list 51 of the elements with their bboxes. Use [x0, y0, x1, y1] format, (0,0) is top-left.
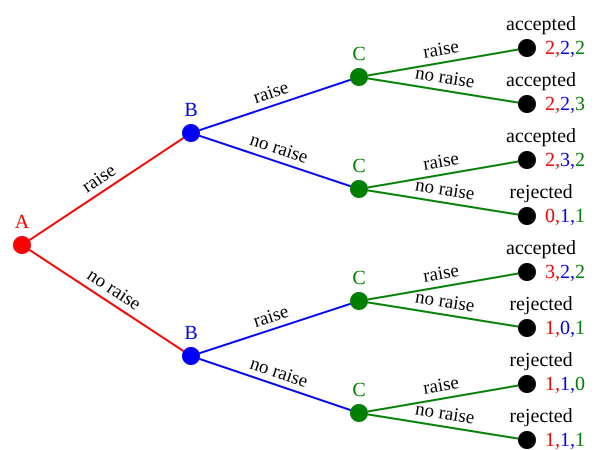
- tree-branch: [199, 134, 351, 188]
- player-label: A: [14, 212, 30, 232]
- edge-label: raise: [79, 160, 120, 196]
- edge-label: raise: [250, 78, 291, 108]
- edge-label: raise: [421, 149, 460, 174]
- edge-label: no raise: [83, 265, 144, 314]
- edge-label: no raise: [414, 400, 476, 428]
- player-label: C: [352, 156, 366, 176]
- edge-label: raise: [421, 37, 460, 62]
- tree-branch: [368, 272, 518, 300]
- player-label: B: [184, 100, 198, 120]
- tree-branch: [368, 384, 518, 412]
- payoff-vector: 3,2,2: [545, 262, 585, 282]
- tree-branch: [199, 358, 351, 412]
- edge-label: no raise: [414, 176, 476, 204]
- edge-label: no raise: [414, 64, 476, 92]
- tree-branch: [368, 160, 518, 188]
- tree-branch: [28, 249, 184, 352]
- edge-label: no raise: [414, 288, 476, 316]
- edge-label: raise: [250, 302, 291, 331]
- payoff-vector: 2,3,2: [545, 150, 585, 170]
- player-label: B: [184, 323, 198, 343]
- payoff-vector: 1,1,1: [545, 430, 585, 450]
- tree-branch: [368, 413, 518, 440]
- tree-branch: [368, 189, 518, 216]
- player-label: C: [352, 380, 366, 400]
- outcome-label: rejected: [509, 406, 573, 426]
- payoff-vector: 1,1,0: [545, 374, 585, 394]
- edge-label: no raise: [248, 354, 310, 391]
- tree-branch: [368, 301, 518, 328]
- payoff-vector: 0,1,1: [545, 206, 585, 226]
- edge-label: raise: [421, 373, 460, 398]
- player-label: C: [352, 268, 366, 288]
- outcome-label: accepted: [506, 238, 576, 258]
- outcome-label: accepted: [506, 14, 576, 34]
- edge-label: raise: [421, 261, 460, 286]
- payoff-vector: 2,2,3: [545, 94, 585, 114]
- tree-branch: [368, 48, 518, 76]
- payoff-vector: 2,2,2: [545, 38, 585, 58]
- payoff-vector: 1,0,1: [545, 318, 585, 338]
- outcome-label: rejected: [509, 350, 573, 370]
- outcome-label: rejected: [509, 182, 573, 202]
- edge-label: no raise: [248, 130, 310, 168]
- tree-branch: [199, 302, 351, 354]
- outcome-label: rejected: [509, 294, 573, 314]
- tree-branch: [199, 78, 351, 132]
- tree-branch: [28, 137, 184, 241]
- tree-branch: [368, 77, 518, 104]
- player-label: C: [352, 44, 366, 64]
- outcome-label: accepted: [506, 126, 576, 146]
- outcome-label: accepted: [506, 70, 576, 90]
